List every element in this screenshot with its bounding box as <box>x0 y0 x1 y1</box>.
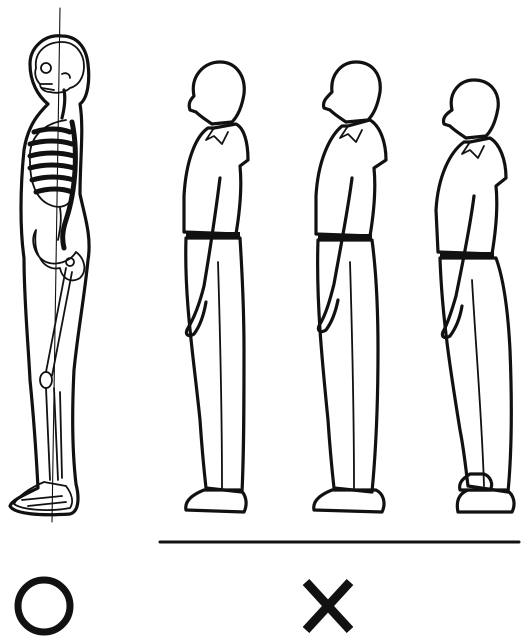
arm <box>442 196 474 338</box>
head <box>443 80 498 138</box>
collar <box>462 142 484 158</box>
collar <box>206 128 228 144</box>
cervical-spine <box>62 90 65 118</box>
rib-cage <box>30 120 74 207</box>
femur <box>46 268 72 376</box>
head <box>323 62 380 122</box>
correct-circle-mark <box>18 580 70 632</box>
leg-seam <box>218 262 222 488</box>
leg-seam <box>350 262 354 488</box>
trousers <box>440 258 511 492</box>
kneecap <box>40 372 52 388</box>
figure-slouched <box>436 80 514 512</box>
skeleton-figure <box>10 8 89 522</box>
incorrect-cross-mark <box>306 582 350 630</box>
collar <box>340 126 362 142</box>
arm <box>186 178 220 336</box>
figure-upright <box>184 62 248 512</box>
arm <box>318 178 352 332</box>
shoe <box>186 490 246 512</box>
trousers <box>318 240 378 492</box>
leg-seam <box>472 280 484 486</box>
jaw <box>40 73 70 90</box>
body-outline <box>10 36 89 515</box>
head <box>189 62 244 124</box>
shoe <box>314 490 384 512</box>
eye-socket <box>41 63 51 73</box>
shirt <box>436 138 506 254</box>
trousers <box>186 238 244 492</box>
tibia-fibula <box>46 388 62 480</box>
figure-head-forward <box>314 62 386 512</box>
shoe <box>457 490 514 512</box>
